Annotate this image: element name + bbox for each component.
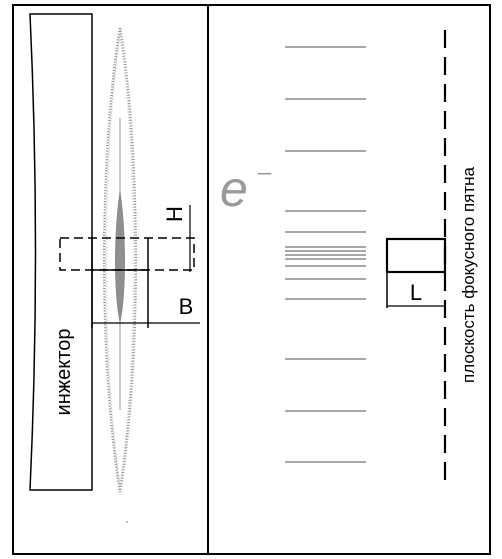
width-label: B <box>179 294 194 319</box>
electron-charge: – <box>257 159 272 186</box>
length-label: L <box>410 280 422 305</box>
injector-label: инжектор <box>53 329 75 416</box>
focal-plane-label: плоскость фокусного пятна <box>459 166 478 383</box>
injector-body <box>29 13 93 491</box>
beam-envelope <box>102 27 138 523</box>
beam-stripes <box>285 46 366 463</box>
height-label: H <box>162 206 187 222</box>
outer-frame <box>12 4 491 555</box>
electron-symbol: e <box>220 161 248 217</box>
focal-spot-box <box>385 237 447 274</box>
beam-core <box>115 191 125 323</box>
